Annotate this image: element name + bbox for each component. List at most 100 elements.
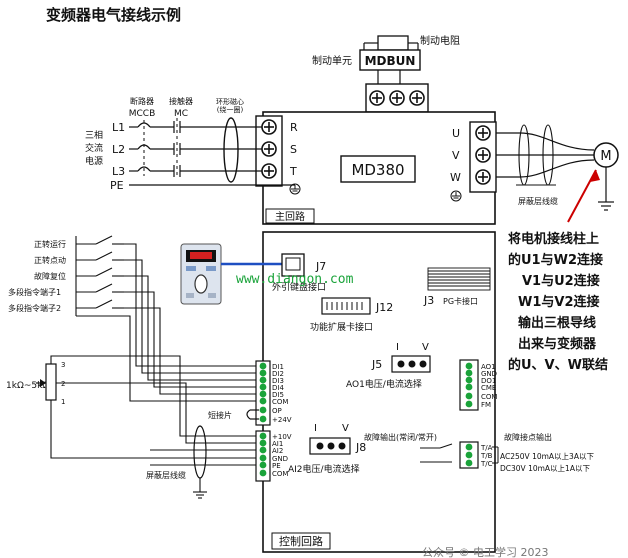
terminal-s-label: S — [290, 143, 297, 156]
analog-ground-icon — [193, 491, 207, 499]
line-l2-label: L2 — [112, 143, 125, 156]
ai-terminal-gnd: GND — [272, 455, 288, 463]
extension-port-label: 功能扩展卡接口 — [310, 321, 373, 333]
footer-watermark: 公众号 © 电工学习 2023 — [422, 545, 548, 558]
power-source-label-1: 三相 — [85, 129, 103, 141]
pb-screw-pb — [409, 90, 425, 106]
magnetic-core-label: 环形磁心 — [216, 97, 244, 106]
output-ground-icon — [450, 190, 462, 202]
screw-w — [475, 169, 491, 185]
note-line-1: 将电机接线柱上 — [508, 231, 599, 247]
note-line-5: 输出三根导线 — [518, 315, 596, 331]
fault-contact-label: 故障接点输出 — [504, 432, 552, 442]
di-terminal-3: DI3 — [272, 377, 284, 385]
screw-v — [475, 147, 491, 163]
brake-resistor-label: 制动电阻 — [420, 34, 460, 47]
breaker-label: 断路器 — [130, 96, 154, 106]
di-terminal-labels: DI1 DI2 DI3 DI4 DI5 COM OP +24V — [272, 363, 292, 424]
di-function-4: 多段指令端子1 — [8, 287, 61, 297]
power-source-label-3: 电源 — [85, 155, 103, 167]
model-label: MD380 — [351, 161, 404, 179]
potentiometer — [45, 363, 57, 401]
analog-shield-ring — [193, 425, 207, 479]
relay-rating-ac: AC250V 10mA以上3A以下 — [500, 452, 594, 461]
extension-port-j12 — [321, 297, 371, 315]
di-function-2: 正转点动 — [34, 255, 66, 265]
motor-label: M — [600, 149, 611, 164]
screw-u — [475, 125, 491, 141]
control-circuit-label-box — [271, 532, 331, 550]
main-circuit-label-box — [265, 208, 315, 224]
relay-terminal-tc: T/C — [480, 460, 493, 468]
keypad-device — [180, 243, 222, 305]
short-plate-label: 短接片 — [208, 410, 232, 420]
keypad-port-id: J7 — [315, 260, 326, 273]
page-title: 变频器电气接线示例 — [46, 6, 181, 24]
line-l3-label: L3 — [112, 165, 125, 178]
note-line-6: 出来与变频器 — [518, 336, 597, 352]
terminal-w-label: W — [450, 171, 461, 184]
screw-t — [261, 163, 277, 179]
ao-terminal-ao1: AO1 — [481, 363, 496, 371]
relay-terminal-ta: T/A — [480, 444, 493, 452]
screw-s — [261, 141, 277, 157]
di-terminal-4: DI4 — [272, 384, 284, 392]
ai-terminal-ai1: AI1 — [272, 440, 283, 448]
di-terminal-24v: +24V — [272, 416, 292, 424]
di-switch-wires — [75, 235, 256, 402]
ai-terminal-10v: +10V — [272, 433, 292, 441]
j5-v-label: V — [422, 342, 429, 353]
keypad-port-label: 外引键盘接口 — [272, 281, 326, 293]
j8-id: J8 — [355, 441, 366, 454]
terminal-t-label: T — [289, 165, 297, 178]
di-function-5: 多段指令端子2 — [8, 303, 61, 313]
ai-terminal-labels: +10V AI1 AI2 GND PE COM — [272, 433, 292, 478]
ai-terminal-pe: PE — [272, 462, 281, 470]
ao-terminal-do1: DO1 — [481, 377, 496, 385]
note-line-7: 的U、V、W联结 — [508, 357, 608, 373]
analog-shield-wire-label: 屏蔽层线缆 — [146, 470, 186, 480]
di-terminal-1: DI1 — [272, 363, 284, 371]
magnetic-core-note: (绕一圈) — [217, 105, 244, 114]
relay-terminal-labels: T/A T/B T/C — [480, 444, 493, 468]
line-l1-label: L1 — [112, 121, 125, 134]
extension-port-id: J12 — [375, 301, 393, 314]
ao-terminal-labels: AO1 GND DO1 CME COM FM — [481, 363, 497, 409]
terminal-r-label: R — [290, 121, 298, 134]
di-function-1: 正转运行 — [34, 239, 66, 249]
ao-terminal-cme: CME — [481, 384, 496, 392]
di-terminal-op: OP — [272, 407, 282, 415]
note-arrow-head — [590, 170, 600, 182]
motor-shield-wire-label: 屏蔽层线缆 — [518, 196, 558, 206]
pot-pin-2: 2 — [61, 380, 65, 388]
di-terminal-5: DI5 — [272, 391, 284, 399]
magnetic-core-ring — [223, 117, 239, 183]
motor-ground-icon — [598, 201, 614, 211]
j8-i-label: I — [314, 423, 317, 434]
screw-r — [261, 119, 277, 135]
note-arrow — [567, 169, 597, 223]
pg-port-label: PG卡接口 — [443, 296, 478, 306]
note-line-3: V1与U2连接 — [522, 273, 600, 289]
brake-unit-name: MDBUN — [365, 54, 416, 68]
contactor-code: MC — [174, 109, 188, 119]
relay-terminal-tb: T/B — [480, 452, 493, 460]
breaker-code: MCCB — [129, 109, 156, 119]
j8-v-label: V — [342, 423, 349, 434]
brake-unit-label: 制动单元 — [312, 54, 352, 67]
pg-port-id: J3 — [423, 294, 434, 307]
terminal-u-label: U — [452, 127, 460, 140]
pot-pin-3: 3 — [61, 361, 65, 369]
ai2-select-label: AI2电压/电流选择 — [288, 463, 360, 475]
power-source-label-2: 交流 — [85, 142, 103, 154]
pot-label: 1kΩ~5kΩ — [6, 381, 49, 391]
ao-terminal-fm: FM — [481, 401, 491, 409]
ao1-select-label: AO1电压/电流选择 — [346, 378, 422, 390]
relay-rating-dc: DC30V 10mA以上1A以下 — [500, 464, 590, 473]
note-line-4: W1与V2连接 — [518, 294, 600, 310]
di-terminal-2: DI2 — [272, 370, 284, 378]
pg-ribbon-cable — [427, 267, 491, 291]
relay-contact-symbol — [420, 443, 453, 463]
